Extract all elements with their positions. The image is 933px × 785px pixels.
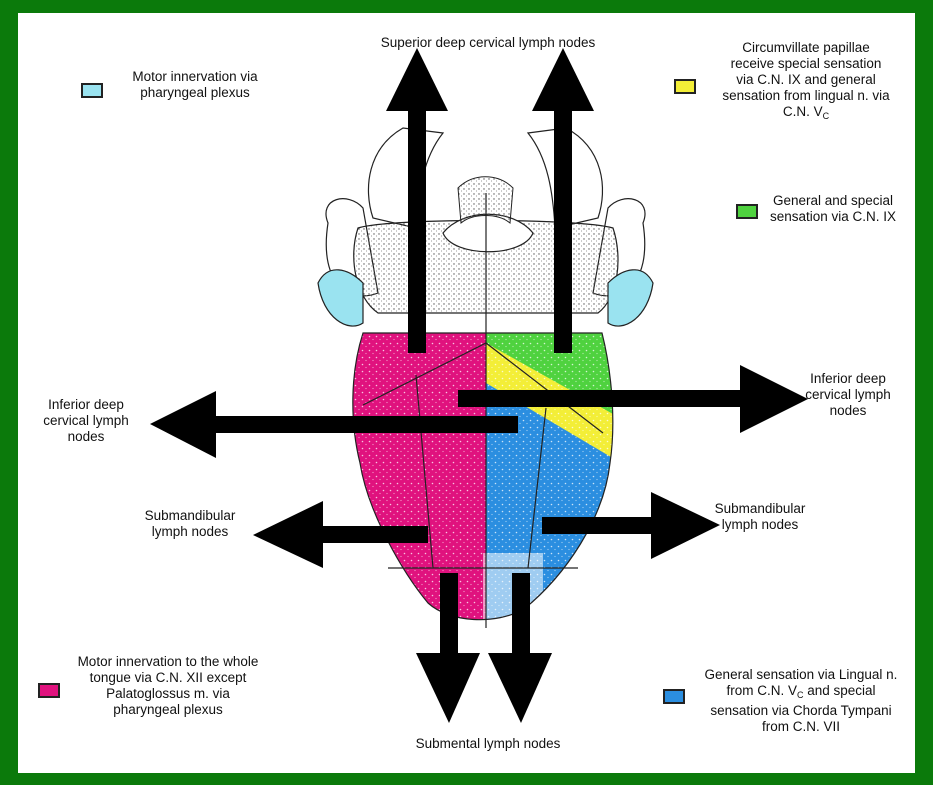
legend-swatch-green <box>736 204 758 219</box>
legend-yellow-line5: C.N. VC <box>706 104 906 124</box>
tongue-regions <box>318 283 638 643</box>
legend-yellow-line1: Circumvillate papillae <box>706 40 906 56</box>
legend-blue-line2: from C.N. VC and special <box>690 683 912 703</box>
label-inferior-lymph-right: Inferior deep cervical lymph nodes <box>788 371 908 419</box>
legend-blue-line1: General sensation via Lingual n. <box>690 667 912 683</box>
label-superior-lymph: Superior deep cervical lymph nodes <box>343 35 633 51</box>
legend-yellow-line3: via C.N. IX and general <box>706 72 906 88</box>
label-submandibular-left: Submandibular lymph nodes <box>130 508 250 540</box>
legend-text-blue: General sensation via Lingual n. from C.… <box>690 667 912 735</box>
label-submental: Submental lymph nodes <box>378 736 598 752</box>
legend-swatch-yellow <box>674 79 696 94</box>
legend-text-yellow: Circumvillate papillae receive special s… <box>706 40 906 124</box>
label-submandibular-right: Submandibular lymph nodes <box>700 501 820 533</box>
legend-yellow-line4: sensation from lingual n. via <box>706 88 906 104</box>
legend-swatch-cyan <box>81 83 103 98</box>
legend-text-green: General and special sensation via C.N. I… <box>758 193 908 225</box>
legend-swatch-blue <box>663 689 685 704</box>
diagram-frame: Superior deep cervical lymph nodes Infer… <box>18 13 915 773</box>
legend-yellow-line2: receive special sensation <box>706 56 906 72</box>
label-inferior-lymph-left: Inferior deep cervical lymph nodes <box>26 397 146 445</box>
legend-blue-line3: sensation via Chorda Tympani from C.N. V… <box>690 703 912 735</box>
legend-text-cyan: Motor innervation via pharyngeal plexus <box>110 69 280 101</box>
legend-swatch-magenta <box>38 683 60 698</box>
legend-text-magenta: Motor innervation to the whole tongue vi… <box>68 654 268 718</box>
